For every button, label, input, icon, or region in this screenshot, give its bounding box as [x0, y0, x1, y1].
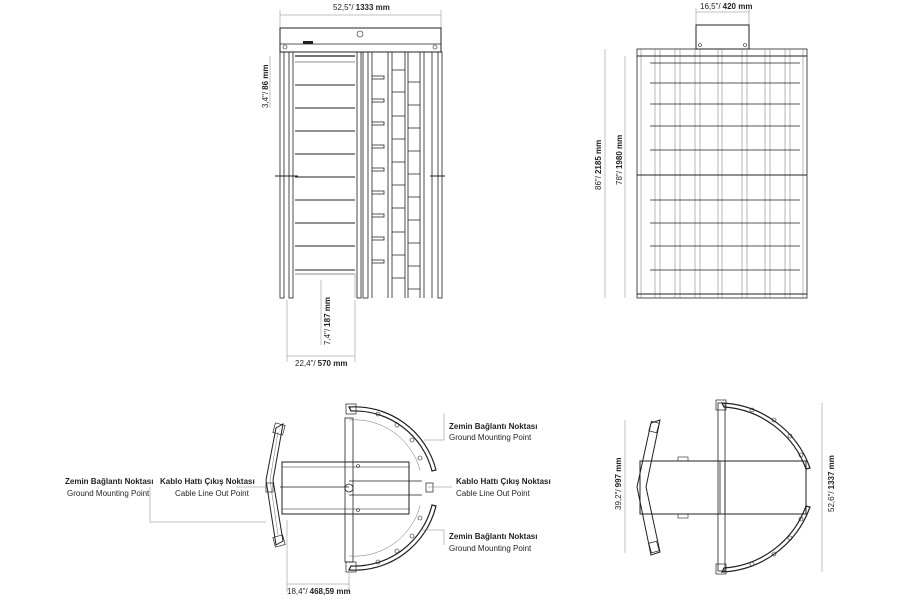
svg-text:Kablo Hattı Çıkış Noktası: Kablo Hattı Çıkış Noktası [160, 477, 255, 486]
plan-bottom-dim: 18,4"/468,59 mm [287, 587, 351, 596]
front-bottom-gap-dim: 7,4"/187 mm [323, 297, 332, 345]
svg-text:Zemin Bağlantı Noktası: Zemin Bağlantı Noktası [449, 532, 537, 541]
svg-text:Ground Mounting Point: Ground Mounting Point [449, 544, 532, 553]
svg-text:Cable Line Out Point: Cable Line Out Point [456, 489, 531, 498]
callout-cable-out-right: Kablo Hattı Çıkış Noktası Cable Line Out… [456, 477, 551, 498]
callout-mounting-point-left: Zemin Bağlantı Noktası Ground Mounting P… [65, 477, 153, 498]
side-total-height-dim: 86"/2185 mm [594, 140, 603, 190]
plan-view: 18,4"/468,59 mm Zemin Bağlantı Noktası G… [65, 403, 551, 596]
callout-cable-out-left: Kablo Hattı Çıkış Noktası Cable Line Out… [160, 477, 255, 498]
svg-text:Ground Mounting Point: Ground Mounting Point [67, 489, 150, 498]
front-width-dim: 52,5"/1333 mm [333, 3, 390, 12]
svg-text:Cable Line Out Point: Cable Line Out Point [175, 489, 250, 498]
right-plan-depth-dim: 39,2"/997 mm [614, 458, 623, 510]
side-cage-height-dim: 78"/1980 mm [615, 135, 624, 185]
svg-text:Zemin Bağlantı Noktası: Zemin Bağlantı Noktası [449, 422, 537, 431]
callout-mounting-point-bottom: Zemin Bağlantı Noktası Ground Mounting P… [449, 532, 537, 553]
front-passage-dim: 22,4"/570 mm [295, 359, 347, 368]
svg-text:Zemin Bağlantı Noktası: Zemin Bağlantı Noktası [65, 477, 153, 486]
callout-mounting-point-top: Zemin Bağlantı Noktası Ground Mounting P… [449, 422, 537, 442]
front-view: 52,5"/1333 mm [261, 3, 445, 368]
front-top-height-dim: 3,4"/86 mm [261, 64, 270, 108]
plan-view-right: 39,2"/997 mm 52,6"/1337 mm [614, 399, 836, 575]
side-top-width-dim: 16,5"/420 mm [700, 2, 752, 11]
side-view: 16,5"/420 mm 86"/2185 mm 78"/1980 mm [594, 2, 808, 299]
right-plan-length-dim: 52,6"/1337 mm [827, 455, 836, 512]
svg-text:Kablo Hattı Çıkış Noktası: Kablo Hattı Çıkış Noktası [456, 477, 551, 486]
svg-text:Ground Mounting Point: Ground Mounting Point [449, 433, 532, 442]
